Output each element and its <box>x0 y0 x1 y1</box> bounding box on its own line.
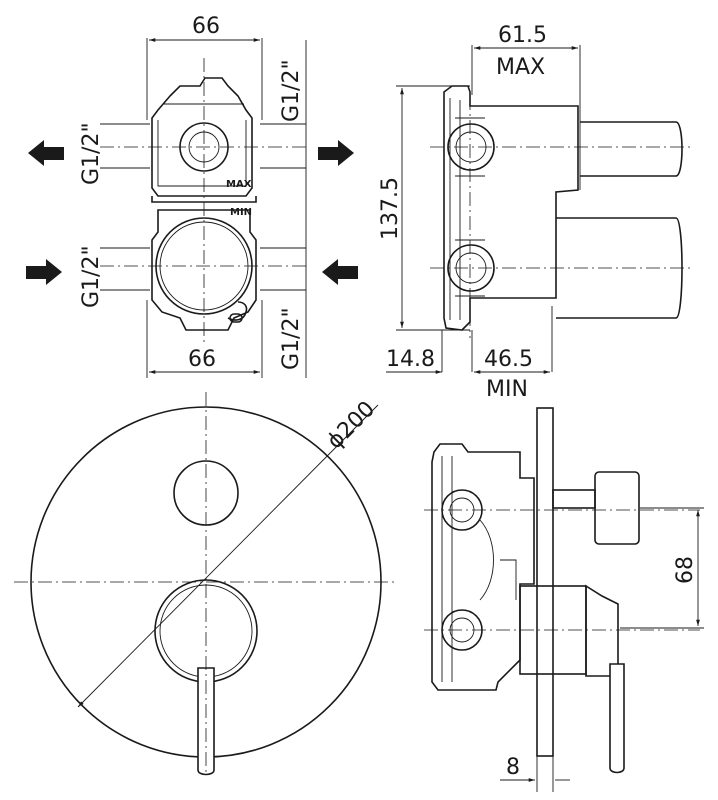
front-body-view: 66 66 MAX MIN <box>26 14 358 378</box>
outlet-arrow-left-icon <box>28 140 64 166</box>
diameter-label: ϕ200 <box>323 397 381 455</box>
side-body-view: 61.5 MAX 137.5 14.8 46.5 MIN <box>378 23 690 402</box>
plate-value: 8 <box>506 755 520 780</box>
height-value: 137.5 <box>378 177 403 240</box>
thread-label-top-right: G1/2" <box>279 59 304 122</box>
width-bottom-label: 66 <box>188 347 216 372</box>
depth-max-value: 61.5 <box>498 23 547 48</box>
depth-max-label: MAX <box>496 55 545 80</box>
thread-label-top-left: G1/2" <box>79 122 104 185</box>
max-marking: MAX <box>226 179 252 190</box>
cover-plate-front-view: ϕ200 <box>14 392 398 776</box>
assembly-side-view: 68 8 <box>424 407 704 792</box>
outlet-arrow-right-icon <box>318 140 354 166</box>
inlet-arrow-left-icon <box>26 259 62 285</box>
min-marking: MIN <box>230 207 252 218</box>
inlet-arrow-right-icon <box>322 259 358 285</box>
width-top-label: 66 <box>192 14 220 39</box>
thread-label-bottom-left: G1/2" <box>79 245 104 308</box>
depth-min-label: MIN <box>486 377 528 402</box>
spacing-value: 68 <box>673 556 698 584</box>
thread-label-bottom-right: G1/2" <box>279 307 304 370</box>
depth-min-value: 46.5 <box>484 347 533 372</box>
wall-value: 14.8 <box>386 347 435 372</box>
